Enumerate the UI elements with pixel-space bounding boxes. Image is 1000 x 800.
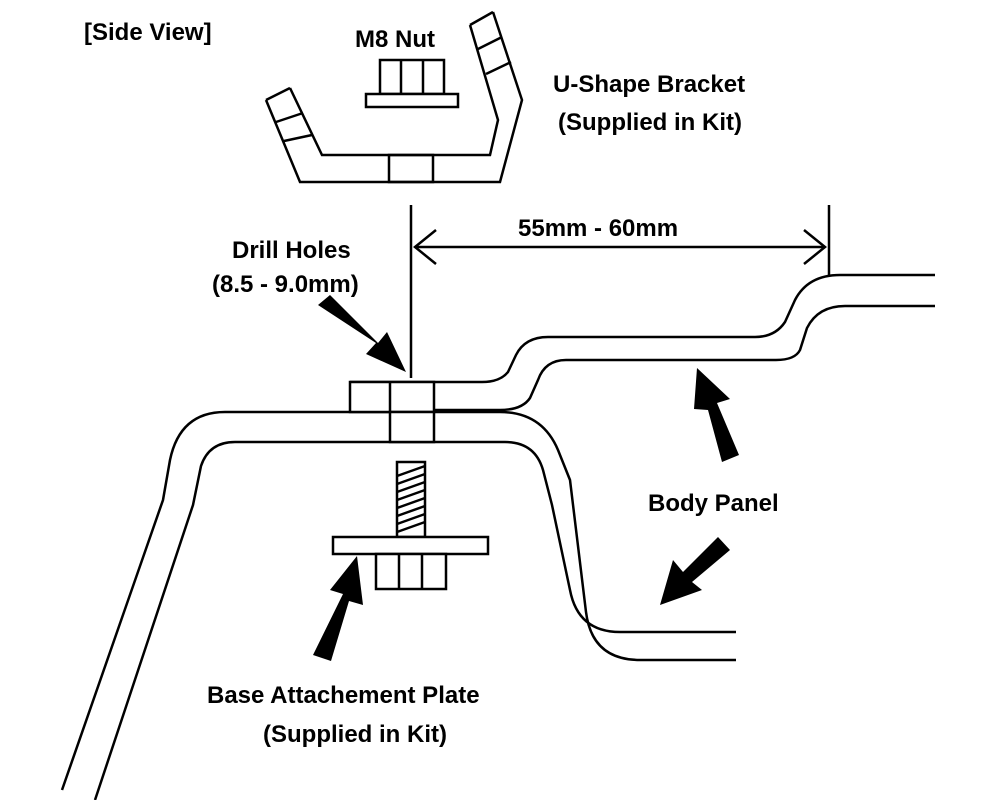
pointer-arrows (313, 295, 739, 661)
bracket-label-line2: (Supplied in Kit) (558, 109, 742, 136)
nut-washer (366, 94, 458, 107)
body-panel (350, 275, 935, 410)
surface-outer-edge (62, 412, 736, 790)
body-panel-label: Body Panel (648, 490, 779, 517)
bottom-nut (376, 554, 446, 589)
m8-nut (366, 60, 458, 107)
body-panel-upper-edge (350, 275, 935, 382)
m8-nut-label: M8 Nut (355, 26, 435, 53)
surface-inner-edge (95, 442, 736, 800)
bracket-label-line1: U-Shape Bracket (553, 71, 745, 98)
bracket-outline-outer (266, 12, 522, 182)
bolt-head-washer (350, 382, 434, 412)
nut-body (380, 60, 444, 94)
view-label: [Side View] (84, 19, 212, 46)
base-plate-label-line2: (Supplied in Kit) (263, 721, 447, 748)
body-panel-upper-arrow (694, 368, 739, 462)
drill-holes-arrow (318, 295, 406, 372)
bolt-spacer (390, 412, 434, 442)
drill-holes-label-line2: (8.5 - 9.0mm) (212, 271, 359, 298)
bracket-left-tabs (266, 88, 312, 141)
bolt-assembly (333, 382, 488, 589)
u-shape-bracket (266, 12, 522, 182)
body-panel-lower-arrow (660, 537, 730, 605)
bracket-right-tabs (470, 12, 511, 74)
threaded-bolt (397, 462, 425, 537)
bracket-outline-inner (290, 25, 498, 155)
dimension-indicator (411, 205, 829, 378)
dimension-arrowhead-right (804, 230, 825, 264)
bracket-bolt-hole (389, 155, 433, 182)
base-attachment-plate (333, 537, 488, 554)
mount-surface (62, 412, 736, 800)
base-plate-label-line1: Base Attachement Plate (207, 682, 480, 709)
base-plate-arrow (313, 556, 363, 661)
dimension-arrowhead-left (415, 230, 436, 264)
drill-holes-label-line1: Drill Holes (232, 237, 351, 264)
body-panel-lower-edge (435, 306, 935, 410)
dimension-label: 55mm - 60mm (518, 215, 678, 242)
